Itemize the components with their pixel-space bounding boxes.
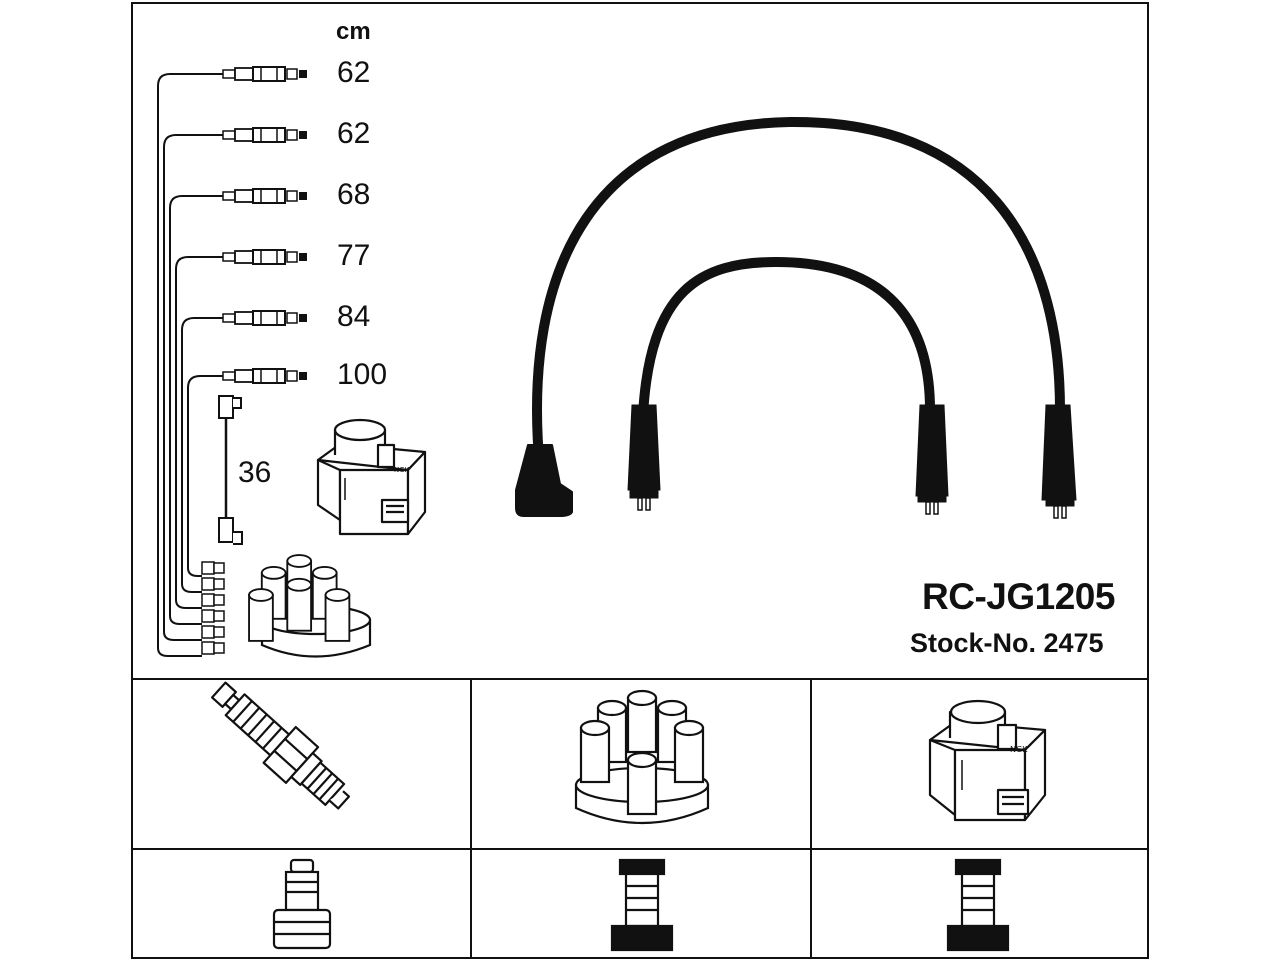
cable-length-1: 62	[337, 56, 371, 89]
plug-boot-angled	[515, 444, 573, 517]
cap-connector-icon	[610, 858, 674, 952]
plug-boot-straight-3	[1041, 404, 1077, 519]
frame	[131, 2, 1149, 959]
plug-boot-straight-2	[915, 404, 949, 515]
cable-set-illustration	[532, 116, 1065, 475]
model-number: RC-JG1205	[922, 576, 1115, 617]
cable-length-5: 84	[337, 300, 371, 333]
distributor-cap-small-icon	[248, 554, 372, 658]
cap-terminals	[201, 561, 225, 655]
ignition-coil-icon: NGK	[928, 699, 1047, 822]
cable-length-2: 62	[337, 117, 371, 150]
coil-small-icon: NGK	[316, 418, 427, 536]
plug-connector-straight-icon	[272, 858, 332, 950]
stock-number: Stock-No. 2475	[910, 628, 1104, 658]
svg-text:NGK: NGK	[1010, 745, 1028, 754]
spark-plug-icon	[210, 681, 351, 810]
cable-length-4: 77	[337, 239, 371, 272]
cable-length-3: 68	[337, 178, 371, 211]
wire-ends	[222, 66, 308, 384]
wiring-schematic	[157, 73, 225, 657]
distributor-cap-icon	[574, 689, 710, 825]
plug-boot-straight-1	[627, 404, 661, 511]
coil-connector-icon	[946, 858, 1010, 952]
coil-cable-schematic	[218, 395, 243, 545]
unit-label: cm	[336, 18, 371, 45]
coil-cable-length: 36	[238, 456, 272, 489]
cable-length-6: 100	[337, 358, 388, 391]
svg-text:NGK: NGK	[394, 466, 410, 474]
